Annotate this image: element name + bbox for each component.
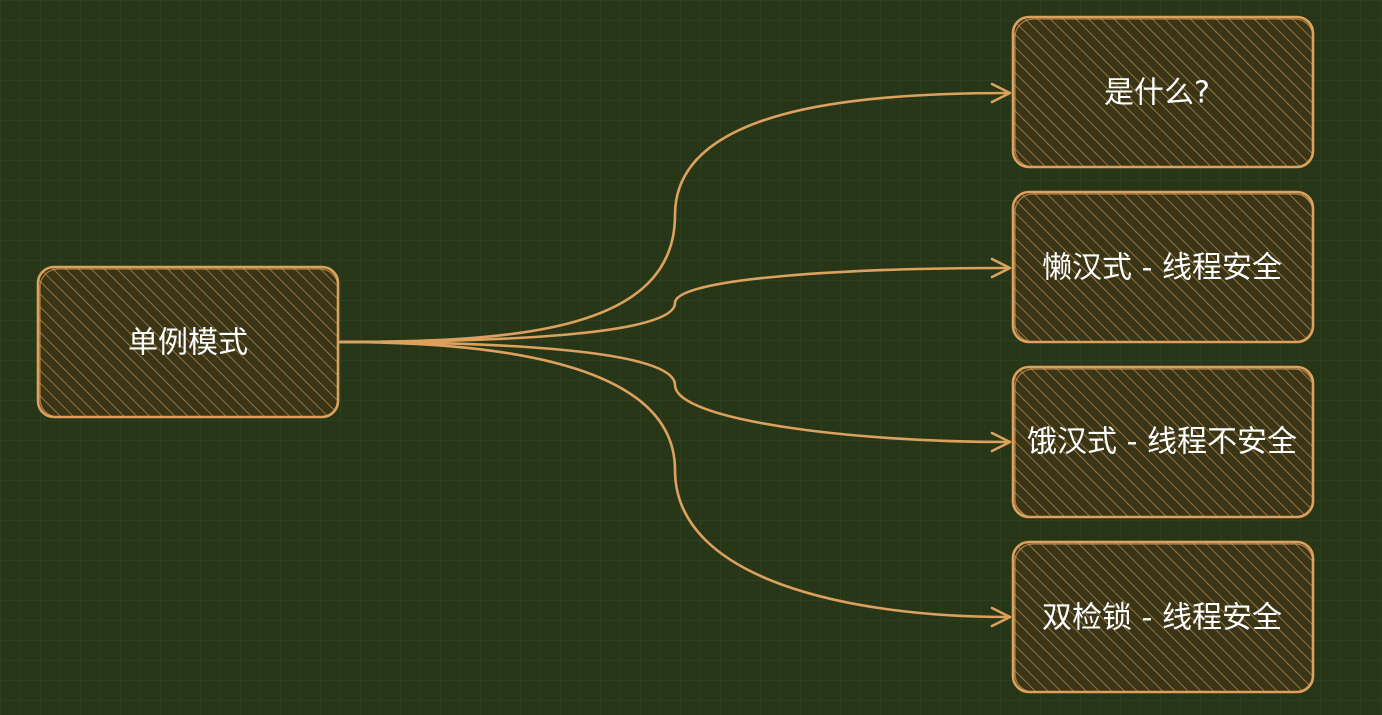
node-root[interactable]: 单例模式 <box>36 265 340 419</box>
arrowhead-what <box>990 82 1012 104</box>
node-lazy-label: 懒汉式 - 线程安全 <box>1042 251 1282 286</box>
connector-root-eager <box>338 340 1010 444</box>
node-what[interactable]: 是什么? <box>1011 15 1315 169</box>
connector-root-what <box>338 91 1010 344</box>
arrowheads <box>990 82 1012 628</box>
node-eager[interactable]: 饿汉式 - 线程不安全 <box>1011 365 1315 519</box>
connector-root-lazy <box>338 266 1010 344</box>
node-dcl[interactable]: 双检锁 - 线程安全 <box>1011 540 1315 694</box>
node-what-label: 是什么? <box>1104 76 1210 111</box>
connector-root-dcl <box>338 340 1010 619</box>
node-root-label: 单例模式 <box>128 326 248 361</box>
node-lazy[interactable]: 懒汉式 - 线程安全 <box>1011 190 1315 344</box>
arrowhead-lazy <box>990 257 1012 279</box>
node-eager-label: 饿汉式 - 线程不安全 <box>1027 425 1297 460</box>
arrowhead-eager <box>990 431 1012 453</box>
node-dcl-label: 双检锁 - 线程安全 <box>1042 601 1282 636</box>
arrowhead-dcl <box>990 606 1012 628</box>
connectors <box>338 91 1010 619</box>
